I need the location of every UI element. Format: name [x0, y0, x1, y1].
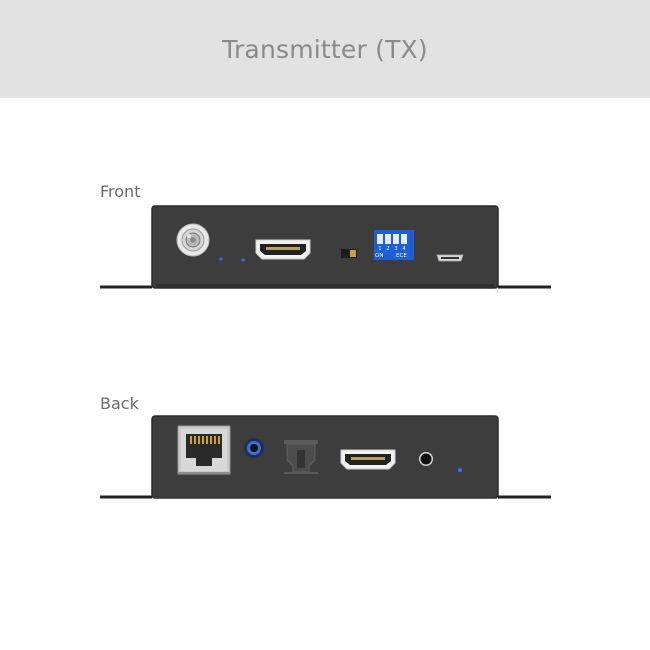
- dip-switch-icon[interactable]: 1 2 3 4 ON ECE: [374, 230, 414, 260]
- dip-switch-number: 1: [378, 246, 381, 252]
- audio-jack-icon[interactable]: [244, 438, 264, 458]
- slide-switch-icon[interactable]: [341, 249, 357, 258]
- dip-switch-ece-label: ECE: [396, 253, 407, 259]
- usb-port-icon[interactable]: [436, 254, 464, 262]
- dip-switch-number: 2: [386, 246, 389, 252]
- dip-switch-on-label: ON: [375, 253, 383, 259]
- optical-port-icon[interactable]: [284, 440, 318, 474]
- front-device-panel: 1 2 3 4 ON ECE: [0, 200, 650, 300]
- power-jack-icon[interactable]: [176, 223, 210, 257]
- rj45-port-icon[interactable]: [177, 425, 231, 475]
- led-indicator-icon: [241, 258, 245, 262]
- page-title: Transmitter (TX): [222, 34, 428, 64]
- back-device-panel: [0, 410, 650, 510]
- back-view-label: Back: [100, 394, 139, 413]
- led-indicator-icon: [219, 257, 223, 261]
- front-view-label: Front: [100, 182, 141, 201]
- dip-switch-number: 3: [394, 246, 397, 252]
- header-bar: Transmitter (TX): [0, 0, 650, 98]
- led-indicator-icon: [458, 468, 462, 472]
- dip-switch-number: 4: [402, 246, 405, 252]
- hdmi-port-icon[interactable]: [255, 239, 311, 260]
- ir-sensor-icon: [419, 452, 433, 466]
- hdmi-port-icon[interactable]: [340, 449, 396, 470]
